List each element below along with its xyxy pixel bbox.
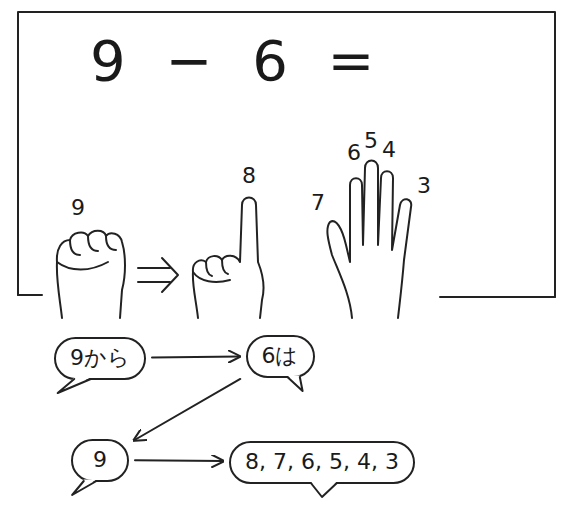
one-finger-hand: [193, 198, 264, 319]
speech-text: 9: [93, 447, 107, 473]
speech-bubble: 8, 7, 6, 5, 4, 3: [229, 441, 415, 484]
finger-count: 4: [382, 138, 396, 162]
flow-arrow: [134, 379, 240, 440]
finger-count: 5: [364, 129, 378, 153]
speech-text: 8, 7, 6, 5, 4, 3: [245, 449, 399, 475]
speech-bubble: 9: [71, 439, 129, 482]
finger-count: 8: [242, 164, 256, 188]
fist-hand: [57, 231, 125, 318]
finger-count: 9: [71, 196, 85, 220]
finger-count: 7: [311, 191, 325, 215]
board-outline: [18, 294, 42, 296]
equation-text: 9 − 6 =: [90, 30, 375, 92]
open-hand: [327, 161, 411, 319]
board-outline: [18, 12, 555, 297]
double-arrow: [138, 258, 178, 292]
speech-bubble: 6は: [246, 335, 315, 378]
finger-count: 6: [347, 141, 361, 165]
finger-count: 3: [417, 174, 431, 198]
speech-bubble: 9から: [54, 337, 146, 380]
speech-text: 9から: [70, 345, 130, 371]
flow-arrow: [135, 459, 223, 462]
flow-arrow: [152, 355, 240, 358]
chalkboard: 9 − 6 =: [18, 12, 555, 295]
speech-text: 6は: [262, 343, 299, 369]
board-outline: [440, 296, 555, 298]
